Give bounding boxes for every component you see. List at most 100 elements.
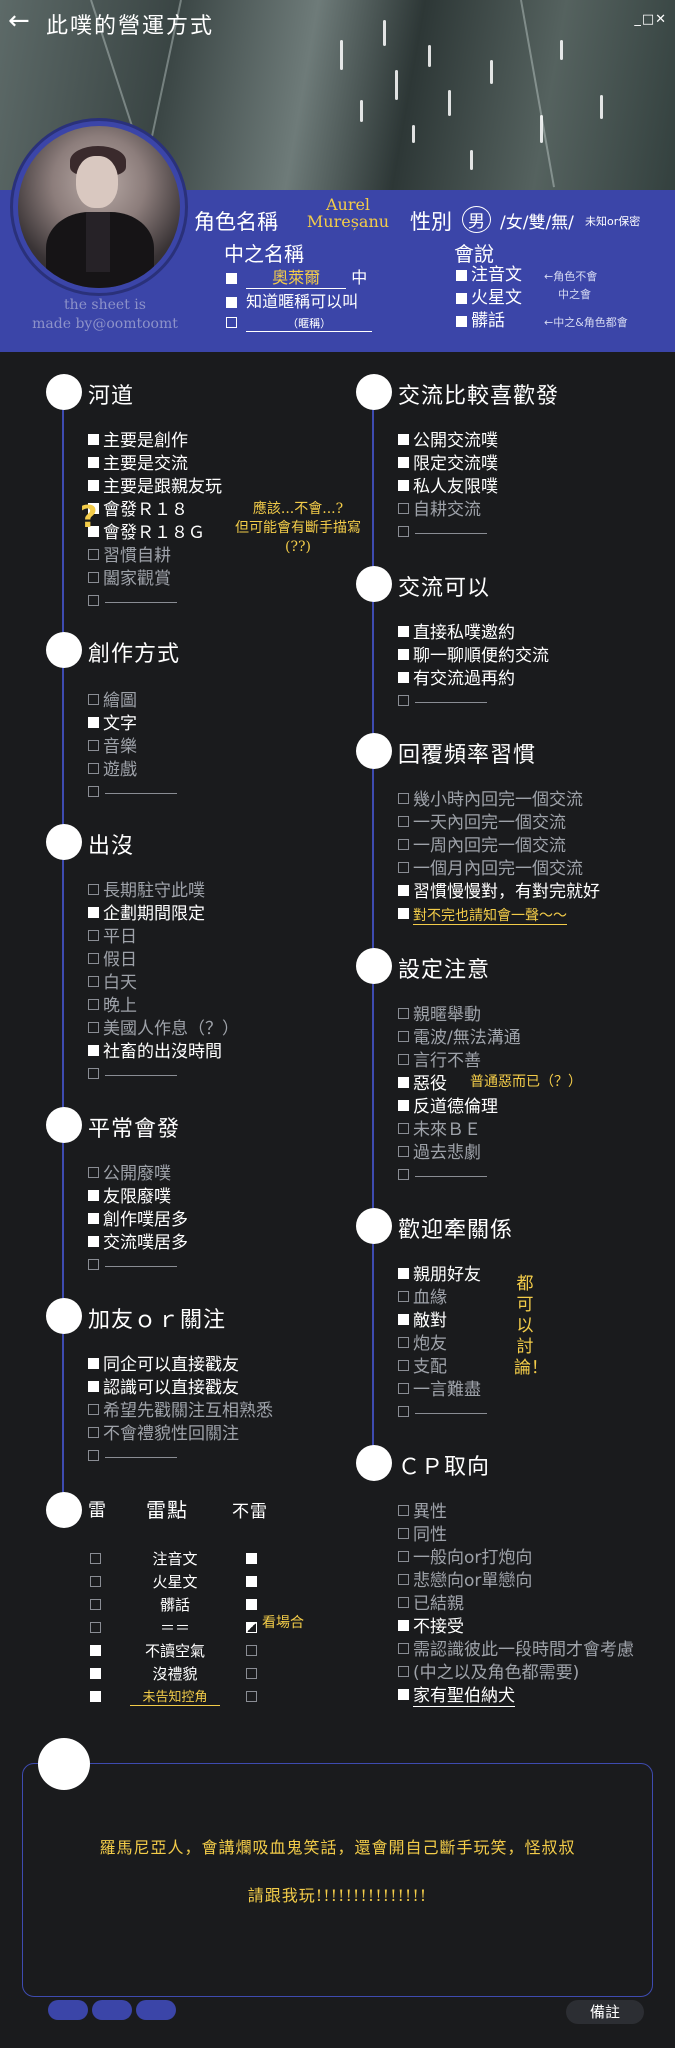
option-item[interactable]: 家有聖伯納犬: [398, 1685, 515, 1707]
checkbox[interactable]: [88, 1404, 99, 1415]
option-item[interactable]: 私人友限噗: [398, 476, 498, 498]
window-controls-icon[interactable]: _□✕: [634, 12, 667, 27]
checkbox[interactable]: [88, 480, 99, 491]
checkbox[interactable]: [88, 717, 99, 728]
option-item[interactable]: 友限廢噗: [88, 1186, 171, 1208]
checkbox[interactable]: [398, 862, 409, 873]
checkbox[interactable]: [398, 626, 409, 637]
option-item[interactable]: 支配: [398, 1356, 447, 1378]
not-mine-checkbox[interactable]: [246, 1668, 257, 1679]
pagination-dot[interactable]: [136, 2000, 176, 2020]
not-mine-checkbox[interactable]: [246, 1691, 257, 1702]
checkbox[interactable]: [398, 480, 409, 491]
option-item[interactable]: 異性: [398, 1501, 447, 1523]
checkbox[interactable]: [398, 1008, 409, 1019]
option-item[interactable]: 親朋好友: [398, 1264, 481, 1286]
option-item[interactable]: 同企可以直接戳友: [88, 1354, 239, 1376]
checkbox[interactable]: [398, 1077, 409, 1088]
checkbox[interactable]: [398, 672, 409, 683]
option-item[interactable]: 惡役: [398, 1073, 447, 1095]
not-mine-checkbox[interactable]: [246, 1645, 257, 1656]
checkbox[interactable]: [88, 1450, 99, 1461]
option-item[interactable]: 創作噗居多: [88, 1209, 188, 1231]
option-item[interactable]: 假日: [88, 949, 137, 971]
option-item[interactable]: 直接私噗邀約: [398, 622, 515, 644]
checkbox[interactable]: [88, 1381, 99, 1392]
option-item[interactable]: 平日: [88, 926, 137, 948]
checkbox[interactable]: [398, 1291, 409, 1302]
checkbox[interactable]: [398, 1169, 409, 1180]
checkbox[interactable]: [88, 1045, 99, 1056]
checkbox[interactable]: [398, 1597, 409, 1608]
checkbox[interactable]: [398, 434, 409, 445]
option-item[interactable]: 自耕交流: [398, 499, 481, 521]
mine-checkbox[interactable]: [90, 1576, 101, 1587]
checkbox[interactable]: [398, 695, 409, 706]
checkbox[interactable]: [88, 786, 99, 797]
checkbox[interactable]: [398, 1146, 409, 1157]
mine-checkbox[interactable]: [90, 1599, 101, 1610]
checkbox[interactable]: [88, 976, 99, 987]
checkbox[interactable]: [88, 907, 99, 918]
option-item[interactable]: [398, 691, 487, 713]
checkbox[interactable]: [88, 763, 99, 774]
not-mine-checkbox[interactable]: [246, 1553, 257, 1564]
option-item[interactable]: 一言難盡: [398, 1379, 481, 1401]
option-item[interactable]: 闔家觀賞: [88, 568, 171, 590]
option-item[interactable]: 公開交流噗: [398, 430, 498, 452]
checkbox[interactable]: [88, 1167, 99, 1178]
option-item[interactable]: 限定交流噗: [398, 453, 498, 475]
option-item[interactable]: 聊一聊順便約交流: [398, 645, 549, 667]
checkbox[interactable]: [398, 908, 409, 919]
option-item[interactable]: 會發Ｒ１８: [88, 499, 188, 521]
option-item[interactable]: 希望先戳關注互相熟悉: [88, 1400, 273, 1422]
checkbox[interactable]: [88, 572, 99, 583]
option-item[interactable]: [398, 522, 487, 544]
checkbox[interactable]: [398, 1406, 409, 1417]
checkbox[interactable]: [398, 1620, 409, 1631]
option-item[interactable]: 言行不善: [398, 1050, 481, 1072]
checkbox[interactable]: [88, 884, 99, 895]
option-item[interactable]: [398, 1165, 487, 1187]
checkbox[interactable]: [88, 457, 99, 468]
option-item[interactable]: 對不完也請知會一聲～～: [398, 904, 567, 927]
checkbox[interactable]: [226, 297, 237, 308]
checkbox[interactable]: [88, 1427, 99, 1438]
checkbox[interactable]: [398, 1528, 409, 1539]
option-item[interactable]: 社畜的出沒時間: [88, 1041, 222, 1063]
option-item[interactable]: 晚上: [88, 995, 137, 1017]
option-item[interactable]: 長期駐守此噗: [88, 880, 205, 902]
option-item[interactable]: [88, 1255, 177, 1277]
option-item[interactable]: 一個月內回完一個交流: [398, 858, 583, 880]
checkbox[interactable]: [398, 457, 409, 468]
mine-checkbox[interactable]: [90, 1622, 101, 1633]
option-item[interactable]: 幾小時內回完一個交流: [398, 789, 583, 811]
checkbox[interactable]: [88, 953, 99, 964]
option-item[interactable]: 遊戲: [88, 759, 137, 781]
not-mine-checkbox[interactable]: [246, 1599, 257, 1610]
option-item[interactable]: 主要是交流: [88, 453, 188, 475]
checkbox[interactable]: [398, 1031, 409, 1042]
option-item[interactable]: [88, 1064, 177, 1086]
checkbox[interactable]: [88, 1259, 99, 1270]
checkbox[interactable]: [226, 273, 237, 284]
checkbox[interactable]: [398, 1100, 409, 1111]
checkbox[interactable]: [398, 1268, 409, 1279]
option-item[interactable]: 一般向or打炮向: [398, 1547, 532, 1569]
checkbox[interactable]: [398, 1643, 409, 1654]
option-item[interactable]: 習慣慢慢對，有對完就好: [398, 881, 600, 903]
checkbox[interactable]: [398, 1383, 409, 1394]
checkbox[interactable]: [456, 292, 467, 304]
checkbox[interactable]: [398, 839, 409, 850]
option-item[interactable]: [88, 782, 177, 804]
checkbox[interactable]: [398, 1666, 409, 1677]
checkbox[interactable]: [398, 816, 409, 827]
checkbox[interactable]: [398, 1505, 409, 1516]
checkbox[interactable]: [88, 1068, 99, 1079]
option-item[interactable]: 認識可以直接戳友: [88, 1377, 239, 1399]
option-item[interactable]: 過去悲劇: [398, 1142, 481, 1164]
option-item[interactable]: 不接受: [398, 1616, 464, 1638]
checkbox[interactable]: [398, 885, 409, 896]
option-item[interactable]: (中之以及角色都需要): [398, 1662, 579, 1684]
option-item[interactable]: 美國人作息（？）: [88, 1018, 239, 1040]
